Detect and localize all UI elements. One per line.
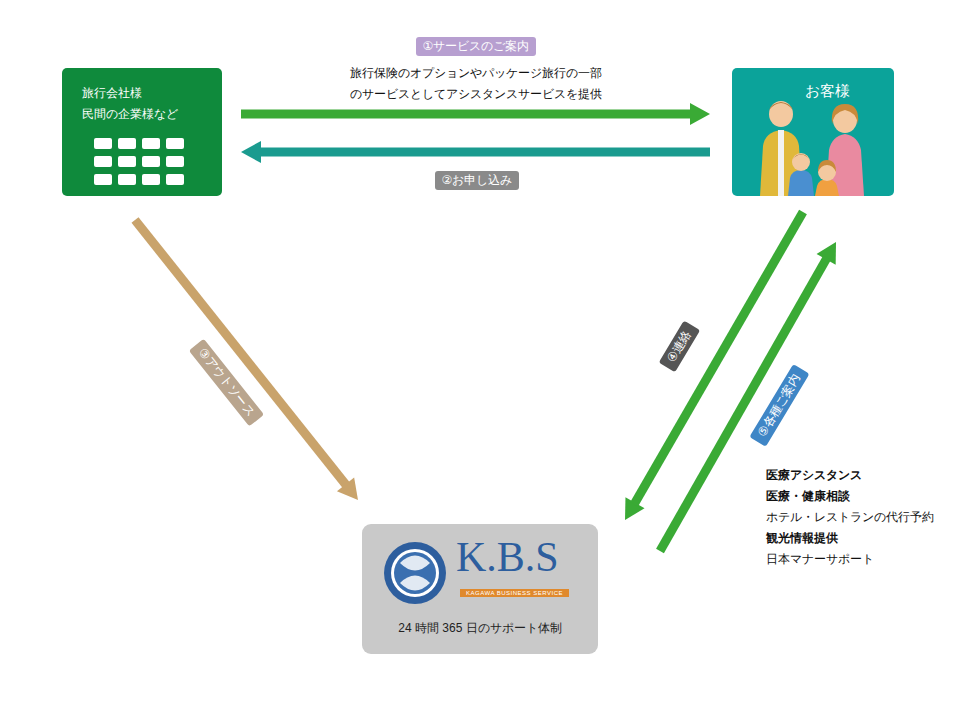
- edge-label: ②お申し込み: [435, 171, 520, 190]
- arrowhead: [690, 103, 710, 125]
- support-text: 24 時間 365 日のサポート体制: [362, 620, 598, 636]
- service-item: 医療アシスタンス: [766, 467, 862, 484]
- service-item: 観光情報提供: [766, 530, 838, 547]
- service-item: 日本マナーサポート: [766, 551, 874, 568]
- connector-line: [259, 148, 710, 157]
- connector-line: [634, 212, 803, 504]
- customer-text: お客様: [782, 82, 872, 100]
- service-item: ホテル・レストランの代行予約: [766, 509, 934, 526]
- building-icon: [94, 138, 184, 185]
- edge-label: ③アウトソース: [188, 338, 263, 426]
- service-description: 旅行保険のオプションやパッケージ旅行の一部 のサービスとしてアシスタンスサービス…: [330, 63, 622, 105]
- kbs-logo-emblem: [384, 542, 446, 604]
- connector-arrow: [241, 141, 710, 163]
- connector-arrow: [135, 220, 358, 500]
- edge-label: ①サービスのご案内: [416, 37, 537, 56]
- company-text: 旅行会社様 民間の企業様など: [82, 83, 202, 125]
- kbs-box: K.B.S KAGAWA BUSINESS SERVICE 24 時間 365 日の…: [362, 524, 598, 654]
- company-box: 旅行会社様 民間の企業様など: [62, 68, 222, 196]
- edge-label: ④連絡: [658, 320, 699, 372]
- connector-line: [135, 220, 347, 486]
- arrowhead: [241, 141, 261, 163]
- customer-box: お客様: [732, 68, 894, 196]
- kbs-logo-text: K.B.S: [456, 534, 559, 580]
- service-item: 医療・健康相談: [766, 488, 850, 505]
- connector-arrow: [660, 242, 836, 551]
- family-illustration: [760, 101, 864, 196]
- connector-line: [660, 258, 827, 551]
- connector-line: [241, 110, 692, 119]
- connector-arrow: [241, 103, 710, 125]
- kbs-subtitle: KAGAWA BUSINESS SERVICE: [460, 589, 569, 597]
